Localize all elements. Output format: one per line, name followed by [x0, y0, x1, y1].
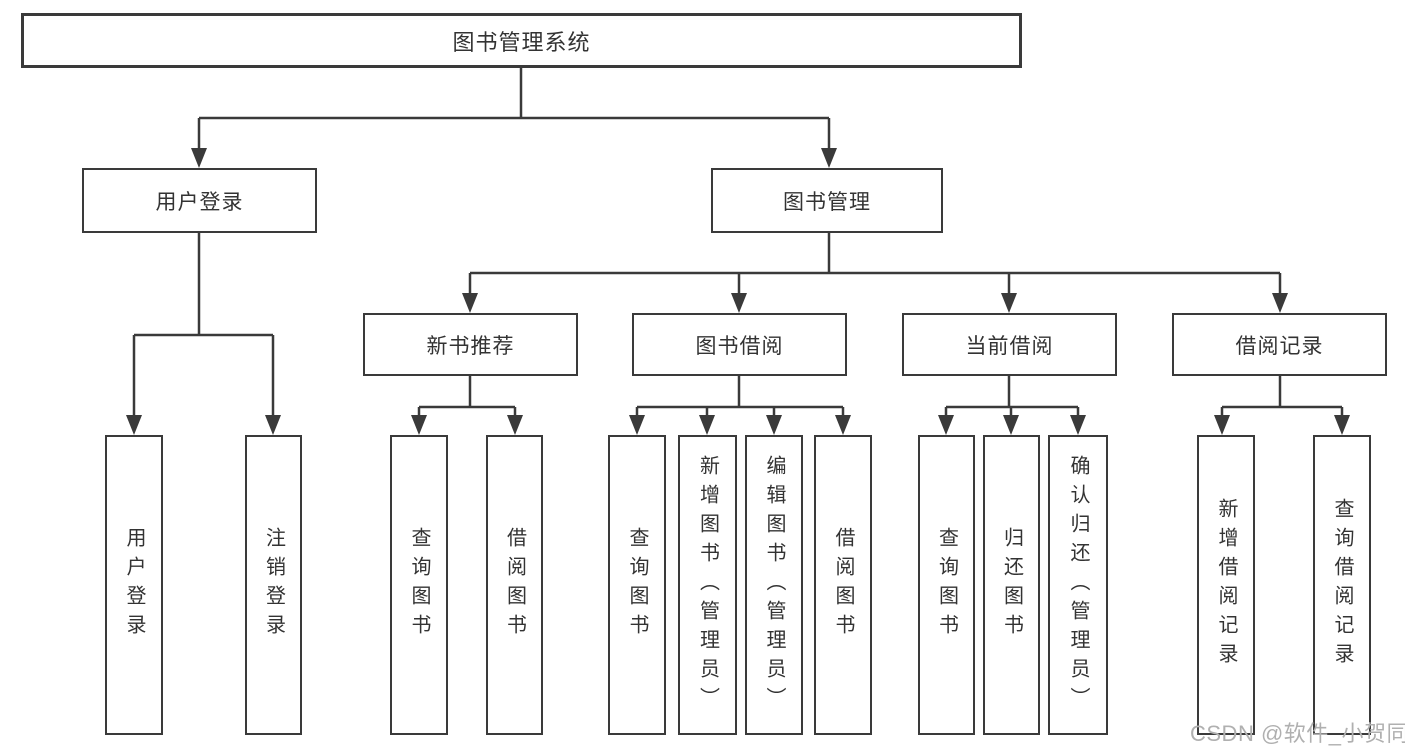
leaf-edit-book-admin: 编辑图书（管理员）: [745, 435, 803, 735]
leaf-query-books-recommend: 查询图书: [390, 435, 448, 735]
leaf-add-book-admin-label: 新增图书（管理员）: [696, 454, 719, 716]
connector-lines: [132, 68, 1344, 417]
leaf-user-login-label: 用户登录: [123, 527, 145, 643]
leaf-add-borrowing-record: 新增借阅记录: [1197, 435, 1255, 735]
node-borrowing-records-label: 借阅记录: [1235, 334, 1324, 358]
leaf-logout-label: 注销登录: [262, 527, 285, 643]
leaf-query-books-borrowing-label: 查询图书: [626, 527, 648, 643]
leaf-query-books-current-label: 查询图书: [935, 527, 958, 643]
leaf-query-books-current: 查询图书: [918, 435, 975, 735]
leaf-borrow-books-borrowing-label: 借阅图书: [832, 527, 854, 643]
node-user-login-label: 用户登录: [155, 190, 244, 214]
node-new-book-recommend: 新书推荐: [363, 313, 578, 376]
node-book-borrowing: 图书借阅: [632, 313, 847, 376]
node-new-book-recommend-label: 新书推荐: [426, 334, 515, 358]
leaf-add-borrowing-record-label: 新增借阅记录: [1215, 498, 1237, 672]
leaf-query-books-recommend-label: 查询图书: [408, 527, 430, 643]
node-book-management: 图书管理: [711, 168, 943, 233]
node-user-login: 用户登录: [82, 168, 317, 233]
leaf-return-books: 归还图书: [983, 435, 1040, 735]
leaf-borrow-books-recommend: 借阅图书: [486, 435, 543, 735]
csdn-watermark: CSDN @软件_小贺同学: [1190, 721, 1405, 746]
leaf-query-books-borrowing: 查询图书: [608, 435, 666, 735]
leaf-query-borrowing-record: 查询借阅记录: [1313, 435, 1371, 735]
leaf-query-borrowing-record-label: 查询借阅记录: [1331, 498, 1353, 672]
leaf-user-login: 用户登录: [105, 435, 163, 735]
leaf-borrow-books-recommend-label: 借阅图书: [503, 527, 526, 643]
node-current-borrowing-label: 当前借阅: [965, 334, 1054, 358]
node-book-borrowing-label: 图书借阅: [695, 334, 784, 358]
leaf-borrow-books-borrowing: 借阅图书: [814, 435, 872, 735]
leaf-confirm-return-admin-label: 确认归还（管理员）: [1067, 454, 1089, 716]
node-root: 图书管理系统: [21, 13, 1022, 68]
leaf-logout: 注销登录: [245, 435, 302, 735]
leaf-confirm-return-admin: 确认归还（管理员）: [1048, 435, 1108, 735]
leaf-edit-book-admin-label: 编辑图书（管理员）: [763, 454, 785, 716]
node-root-label: 图书管理系统: [452, 29, 591, 55]
node-current-borrowing: 当前借阅: [902, 313, 1117, 376]
node-borrowing-records: 借阅记录: [1172, 313, 1387, 376]
node-book-management-label: 图书管理: [783, 190, 871, 214]
leaf-add-book-admin: 新增图书（管理员）: [678, 435, 737, 735]
leaf-return-books-label: 归还图书: [1000, 527, 1023, 643]
